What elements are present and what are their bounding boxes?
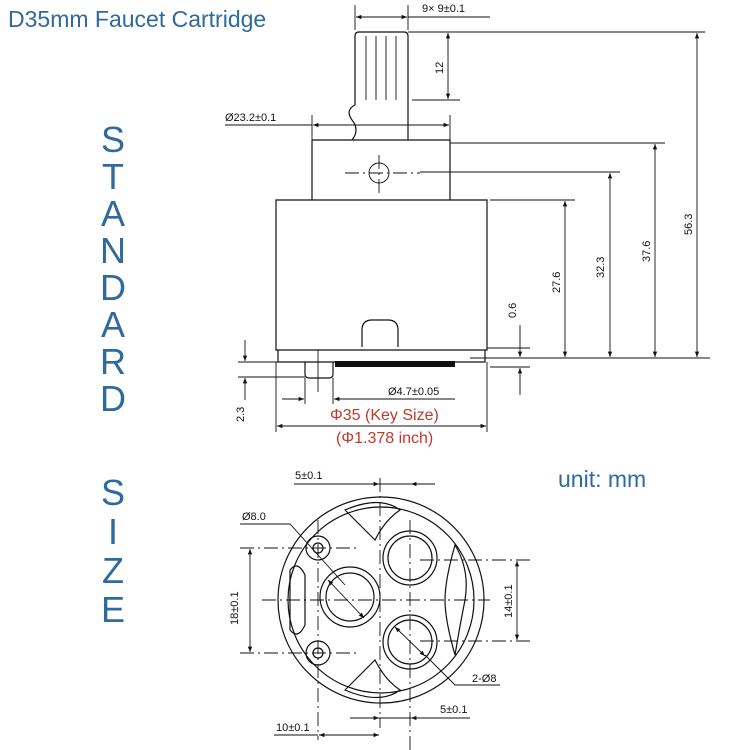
side-view: 9× 9±0.1 12 Ø23.2±0.1 56.3 37.6 32.3 27.…: [225, 3, 710, 447]
letter: N: [100, 230, 126, 271]
height-4-dim: 27.6: [551, 272, 563, 293]
pin-diameter-dim: Ø4.7±0.05: [388, 386, 439, 398]
letter: A: [100, 193, 125, 234]
key-size-label: Φ35 (Key Size): [330, 407, 439, 424]
center-port: [325, 572, 375, 622]
spline-dim: 9× 9±0.1: [422, 3, 465, 15]
outer-ring: [277, 496, 485, 704]
left-spacing-dim: 18±0.1: [229, 591, 241, 625]
bottom-view: 18±0.1 14±0.1 5±0.1 Ø8.0 2-Ø8 5±0.1 10±0…: [229, 470, 530, 750]
lower-body: [275, 199, 488, 351]
letter: S: [100, 472, 125, 513]
height-3-dim: 32.3: [595, 257, 607, 278]
left-offset-dim: 10±0.1: [276, 722, 310, 734]
stem: [354, 31, 409, 105]
gap-dim: 0.6: [507, 303, 519, 318]
key-size-inch-label: (Φ1.378 inch): [336, 430, 433, 447]
port-holes-dim: 2-Ø8: [472, 673, 496, 685]
letter: E: [100, 589, 125, 630]
letter: S: [100, 119, 125, 160]
letter: R: [100, 341, 126, 382]
letter: T: [102, 156, 124, 197]
upper-body: [311, 139, 451, 200]
neck-diameter-dim: Ø23.2±0.1: [225, 112, 276, 124]
pin-hole-dim: Ø8.0: [242, 511, 266, 523]
drawing-title: D35mm Faucet Cartridge: [8, 6, 267, 32]
stem-height-dim: 12: [434, 62, 446, 74]
letter: Z: [102, 550, 124, 591]
height-2-dim: 37.6: [641, 241, 653, 262]
seal-strip: [335, 361, 455, 367]
right-spacing-dim: 14±0.1: [503, 584, 515, 618]
unit-label: unit: mm: [558, 466, 647, 492]
letter: D: [100, 378, 126, 419]
bottom-offset-dim: 5±0.1: [440, 704, 467, 716]
letter: I: [107, 511, 118, 552]
height-total-dim: 56.3: [683, 214, 695, 235]
letter: A: [100, 304, 125, 345]
pin: [304, 362, 334, 379]
pin-height-dim: 2.3: [235, 407, 247, 422]
letter: D: [100, 267, 126, 308]
top-offset-dim: 5±0.1: [295, 470, 322, 482]
